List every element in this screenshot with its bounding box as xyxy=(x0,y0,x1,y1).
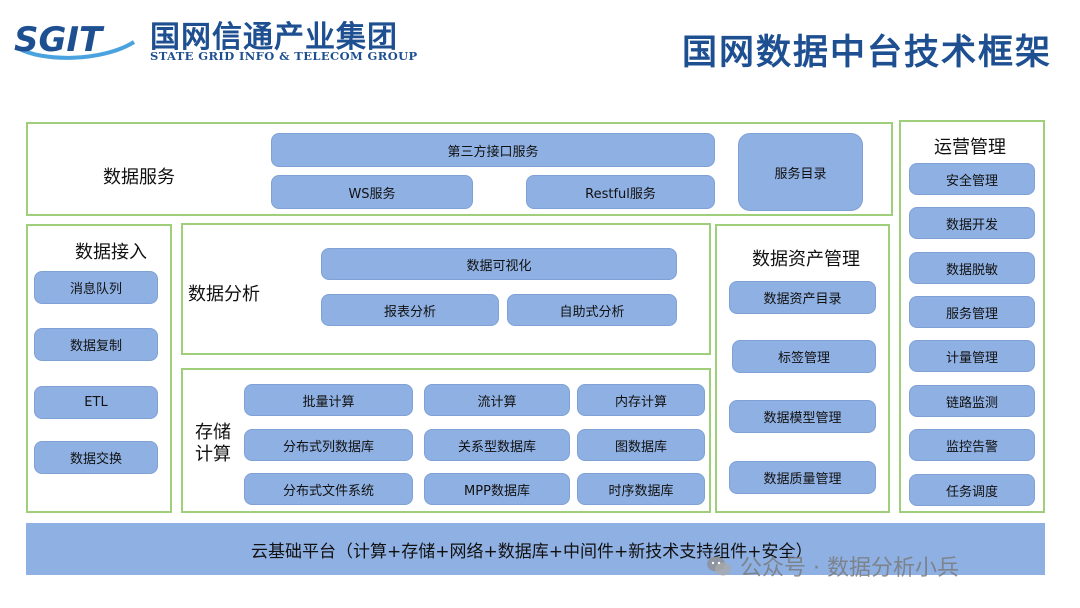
ingest-etl[interactable]: ETL xyxy=(34,386,158,419)
self-service-analysis[interactable]: 自助式分析 xyxy=(507,294,677,326)
wechat-icon xyxy=(707,556,731,576)
mpp-db[interactable]: MPP数据库 xyxy=(424,473,570,505)
watermark-text: 公众号 · 数据分析小兵 xyxy=(740,556,959,581)
third-party-interface-service[interactable]: 第三方接口服务 xyxy=(271,133,715,167)
ops-security-mgmt[interactable]: 安全管理 xyxy=(909,163,1035,195)
data-analysis-panel xyxy=(181,223,711,355)
ops-task-scheduling[interactable]: 任务调度 xyxy=(909,474,1035,506)
batch-compute[interactable]: 批量计算 xyxy=(244,384,413,416)
report-analysis[interactable]: 报表分析 xyxy=(321,294,499,326)
data-ingest-label: 数据接入 xyxy=(75,242,147,263)
stream-compute[interactable]: 流计算 xyxy=(424,384,570,416)
distributed-file-system[interactable]: 分布式文件系统 xyxy=(244,473,413,505)
ingest-data-replication[interactable]: 数据复制 xyxy=(34,328,158,361)
company-name-cn: 国网信通产业集团 xyxy=(150,20,398,55)
sgit-logo-icon: SGIT xyxy=(14,20,136,60)
asset-mgmt-label: 数据资产管理 xyxy=(752,249,860,270)
restful-service[interactable]: Restful服务 xyxy=(526,175,715,209)
operations-label: 运营管理 xyxy=(934,137,1006,158)
ops-monitor-alert[interactable]: 监控告警 xyxy=(909,429,1035,461)
asset-catalog[interactable]: 数据资产目录 xyxy=(729,281,876,314)
ops-service-mgmt[interactable]: 服务管理 xyxy=(909,296,1035,328)
data-services-label: 数据服务 xyxy=(103,167,175,188)
ops-link-monitoring[interactable]: 链路监测 xyxy=(909,385,1035,417)
data-analysis-label: 数据分析 xyxy=(188,284,260,305)
page-title: 国网数据中台技术框架 xyxy=(682,33,1053,73)
ops-metering-mgmt[interactable]: 计量管理 xyxy=(909,340,1035,372)
tag-mgmt[interactable]: 标签管理 xyxy=(732,340,876,373)
data-visualization[interactable]: 数据可视化 xyxy=(321,248,677,280)
storage-compute-label: 存储 计算 xyxy=(195,422,231,465)
watermark: 公众号 · 数据分析小兵 xyxy=(706,550,959,582)
relational-db[interactable]: 关系型数据库 xyxy=(424,429,570,461)
data-model-mgmt[interactable]: 数据模型管理 xyxy=(729,400,876,433)
graph-db[interactable]: 图数据库 xyxy=(577,429,705,461)
ingest-message-queue[interactable]: 消息队列 xyxy=(34,271,158,304)
ingest-data-exchange[interactable]: 数据交换 xyxy=(34,441,158,474)
distributed-columnar-db[interactable]: 分布式列数据库 xyxy=(244,429,413,461)
ops-data-masking[interactable]: 数据脱敏 xyxy=(909,252,1035,284)
in-memory-compute[interactable]: 内存计算 xyxy=(577,384,705,416)
service-catalog[interactable]: 服务目录 xyxy=(738,133,863,211)
time-series-db[interactable]: 时序数据库 xyxy=(577,473,705,505)
company-name-en: STATE GRID INFO & TELECOM GROUP xyxy=(150,49,418,63)
cloud-base-platform: 云基础平台（计算+存储+网络+数据库+中间件+新技术支持组件+安全） xyxy=(26,523,1045,575)
data-quality-mgmt[interactable]: 数据质量管理 xyxy=(729,461,876,494)
svg-text:SGIT: SGIT xyxy=(14,20,105,60)
ws-service[interactable]: WS服务 xyxy=(271,175,473,209)
ops-data-development[interactable]: 数据开发 xyxy=(909,207,1035,239)
